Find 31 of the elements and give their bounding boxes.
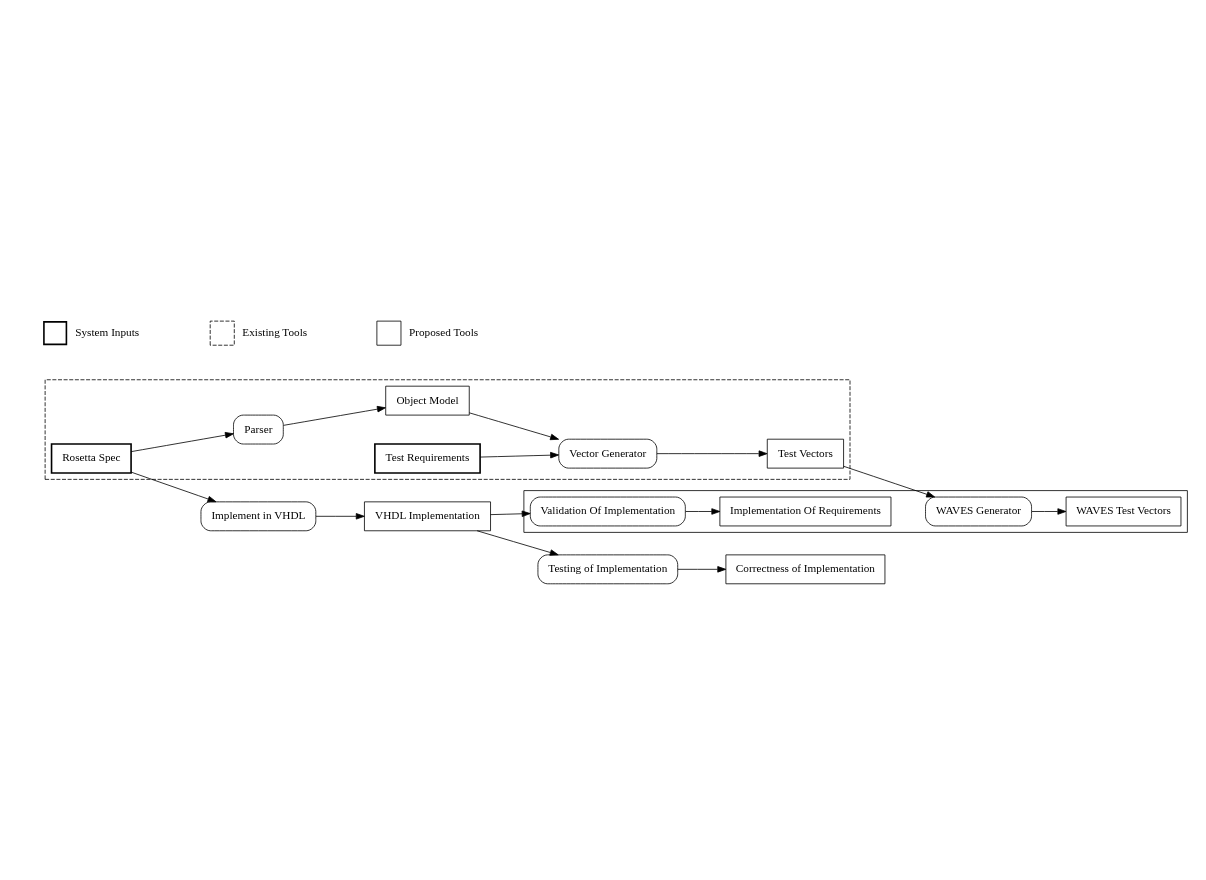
arrow — [476, 530, 559, 556]
arrow — [315, 513, 365, 520]
node-box: Validation Of Implementation — [529, 496, 686, 527]
arrow — [130, 432, 234, 453]
arrow — [490, 510, 531, 517]
node-box: Test Requirements — [374, 443, 481, 474]
arrow — [283, 405, 386, 426]
arrow — [130, 471, 217, 503]
arrow — [685, 508, 721, 515]
arrow — [1031, 508, 1067, 515]
node-box: VHDL Implementation — [364, 501, 491, 532]
node-box: Vector Generator — [558, 438, 658, 469]
node-box: Correctness of Implementation — [725, 554, 886, 585]
arrow — [479, 451, 560, 459]
node-box: Implement in VHDL — [200, 501, 317, 532]
node-box: Implementation Of Requirements — [719, 496, 892, 527]
arrow — [843, 465, 936, 498]
node-box: WAVES Generator — [925, 496, 1032, 527]
legend-label: Existing Tools — [242, 326, 308, 339]
arrow — [656, 450, 768, 457]
node-box: Test Vectors — [766, 438, 844, 469]
node-box: Parser — [233, 414, 284, 445]
node-box: Object Model — [385, 385, 470, 416]
node-box: Rosetta Spec — [50, 443, 132, 474]
node-box: Testing of Implementation — [537, 554, 679, 585]
arrow — [468, 412, 559, 441]
node-box: WAVES Test Vectors — [1065, 496, 1182, 527]
legend-label: Proposed Tools — [409, 326, 479, 339]
cluster — [44, 379, 851, 480]
arrow — [677, 566, 727, 573]
legend-label: System Inputs — [75, 326, 140, 339]
